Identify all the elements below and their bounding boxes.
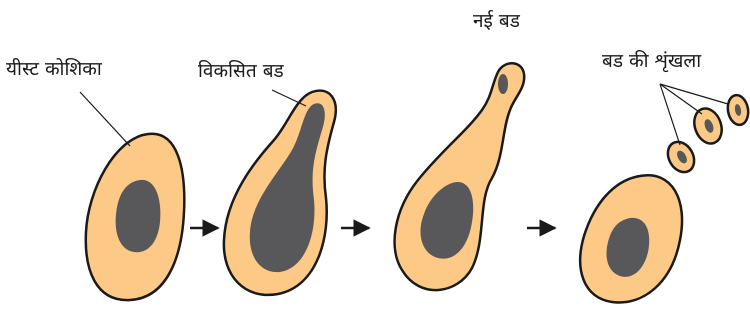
leader-developing-bud (272, 90, 306, 106)
new-bud-nucleus (498, 74, 508, 94)
stage-3-new-bud (395, 63, 525, 290)
cell-3-body (395, 63, 525, 290)
label-developing-bud: विकसित बड (198, 62, 284, 81)
label-new-bud: नई बड (473, 12, 520, 31)
leader-bud-chain-1 (660, 84, 680, 145)
leader-bud-chain-3 (660, 84, 728, 104)
stage-2-developing-bud (224, 91, 336, 295)
stage-1-yeast-cell (86, 134, 185, 300)
label-yeast-cell: यीस्ट कोशिका (6, 60, 102, 79)
leader-yeast-cell (80, 92, 130, 146)
stage-4-bud-chain (580, 93, 750, 302)
label-bud-chain: बड की शृंखला (602, 52, 701, 71)
leader-bud-chain-2 (660, 84, 702, 114)
